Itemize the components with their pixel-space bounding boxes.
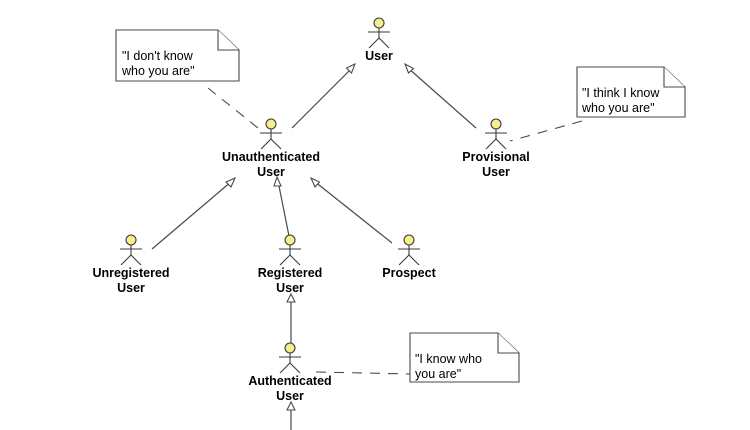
actor-label-user: User — [365, 49, 393, 64]
arrowhead-user-right — [403, 62, 415, 74]
actor-prospect-figure — [398, 234, 420, 266]
note-think-know-line1: "I think I know — [582, 86, 660, 100]
actor-registered-name-line2: User — [276, 281, 304, 295]
actor-registered-user-figure — [279, 234, 301, 266]
actor-label-registered-user: Registered User — [258, 266, 323, 296]
actor-registered-name-line1: Registered — [257, 266, 323, 280]
note-dont-know-line2: who you are" — [122, 64, 195, 78]
note-think-know — [576, 66, 686, 118]
arrowhead-authenticated — [286, 400, 296, 411]
actor-label-authenticated-user: Authenticated User — [248, 374, 331, 404]
arrowhead-unauth-right — [309, 176, 321, 188]
generalization-prospect-to-unauth — [313, 180, 393, 244]
actor-user-name: User — [365, 49, 393, 63]
note-know-line1: "I know who — [415, 352, 482, 366]
actor-authenticated-name-line1: Authenticated — [248, 374, 332, 388]
generalization-provisional-to-user — [407, 67, 477, 129]
actor-user-figure — [368, 17, 390, 49]
note-anchor-know — [315, 371, 412, 375]
arrowhead-user-left — [345, 62, 357, 74]
generalization-unregistered-to-unauth — [151, 180, 233, 250]
actor-unauthenticated-name-line1: Unauthenticated — [222, 150, 320, 164]
actor-unregistered-name-line2: User — [117, 281, 145, 295]
actor-provisional-name-line1: Provisional — [462, 150, 530, 164]
actor-label-provisional-user: Provisional User — [462, 150, 529, 180]
actor-authenticated-user-figure — [279, 342, 301, 374]
actor-unregistered-name-line1: Unregistered — [92, 266, 170, 280]
generalization-registered-to-unauth — [277, 180, 290, 237]
note-know-line2: you are" — [415, 367, 462, 381]
actor-unauthenticated-name-line2: User — [257, 165, 285, 179]
arrowhead-unauth-middle — [273, 175, 282, 187]
actor-label-unauthenticated-user: Unauthenticated User — [222, 150, 320, 180]
note-text-know: "I know who you are" — [415, 352, 482, 382]
note-dont-know-line1: "I don't know — [122, 49, 193, 63]
note-text-dont-know: "I don't know who you are" — [122, 49, 195, 79]
generalization-unauth-to-user — [291, 67, 353, 129]
actor-provisional-user-figure — [485, 118, 507, 150]
note-know — [409, 332, 520, 383]
note-anchor-dont-know — [207, 87, 259, 129]
actor-authenticated-name-line2: User — [276, 389, 304, 403]
note-dont-know — [115, 29, 240, 82]
actor-provisional-name-line2: User — [482, 165, 510, 179]
actor-unauthenticated-user-figure — [260, 118, 282, 150]
actor-label-unregistered-user: Unregistered User — [92, 266, 169, 296]
actor-prospect-name: Prospect — [382, 266, 436, 280]
arrowhead-registered — [286, 292, 296, 303]
note-text-think-know: "I think I know who you are" — [582, 86, 659, 116]
arrowhead-unauth-left — [225, 176, 237, 188]
actor-figures — [120, 17, 507, 374]
actor-label-prospect: Prospect — [382, 266, 436, 281]
note-anchor-think-know — [509, 120, 583, 142]
actor-unregistered-user-figure — [120, 234, 142, 266]
note-think-know-line2: who you are" — [582, 101, 655, 115]
